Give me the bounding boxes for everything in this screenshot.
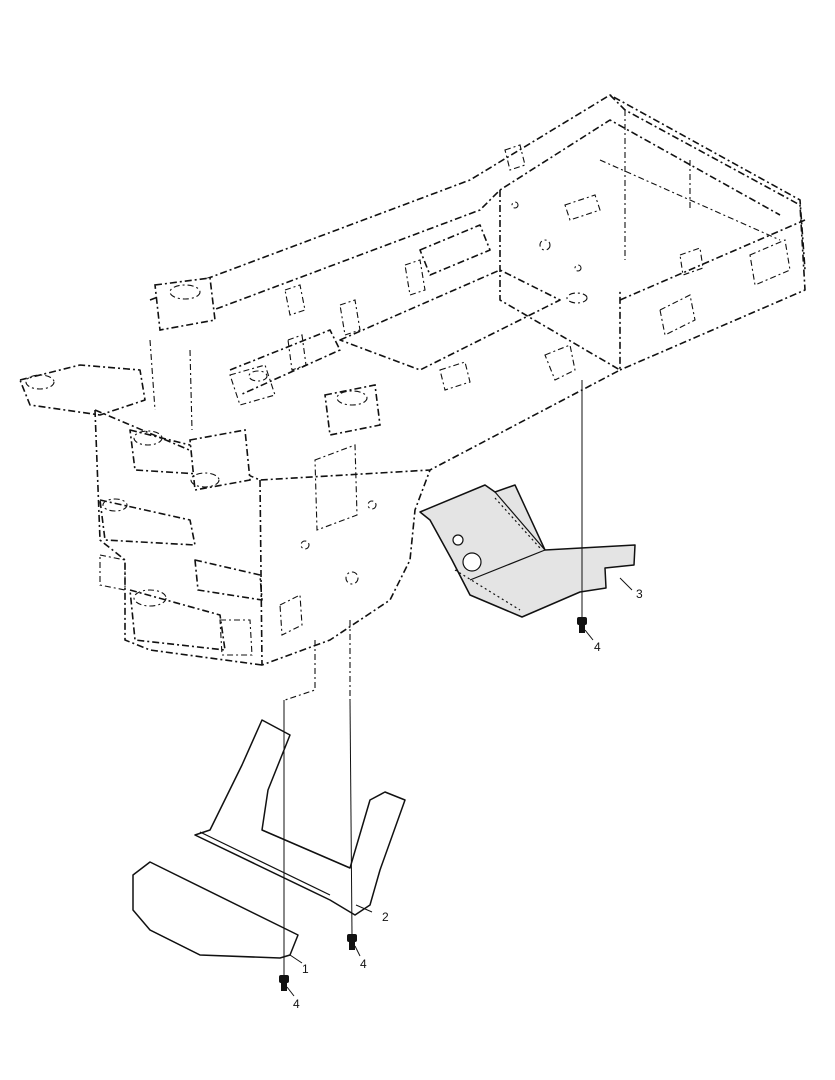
callout-bolt-4-a: 4: [293, 997, 300, 1011]
callout-bolt-4-c: 4: [594, 640, 601, 654]
bolt-4-b: [347, 934, 361, 957]
leader-lines: [283, 380, 633, 975]
bolt-4-c: [577, 617, 594, 641]
bolt-4-a: [279, 975, 295, 997]
chassis-frame: [19, 94, 806, 701]
callout-part-1: 1: [302, 962, 309, 976]
callout-part-3: 3: [636, 587, 643, 601]
side-plate-part-1: [132, 861, 299, 959]
guard-plate-part-3: [419, 484, 636, 618]
callout-bolt-4-b: 4: [360, 957, 367, 971]
floor-plate-part-2: [194, 719, 406, 916]
callout-part-2: 2: [382, 910, 389, 924]
